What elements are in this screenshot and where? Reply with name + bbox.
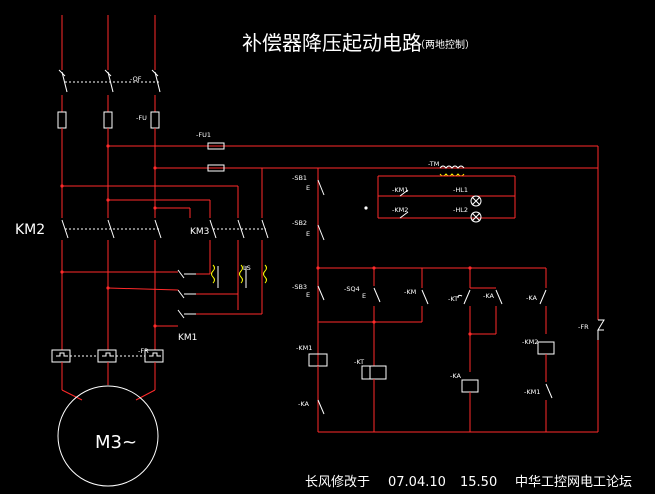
diagram-title: 补偿器降压起动电路 bbox=[242, 31, 422, 55]
button-sb3-start: E bbox=[306, 285, 325, 301]
label-km1-coil: -KM1 bbox=[296, 344, 312, 352]
contact-ka-seal bbox=[495, 289, 503, 305]
contact-km-seal bbox=[421, 289, 429, 305]
label-fu: -FU bbox=[136, 114, 147, 122]
label-ka-contact1: -KA bbox=[483, 292, 494, 300]
lamp-hl2 bbox=[470, 211, 482, 223]
power-circuit: -QF -FU -FU1 bbox=[15, 15, 599, 487]
label-km-seal: -KM bbox=[404, 288, 416, 296]
contactor-km2 bbox=[61, 219, 162, 239]
label-motor: M3~ bbox=[95, 432, 137, 453]
label-kt-coil: -KT bbox=[354, 358, 364, 366]
label-km2-lamp: -KM2 bbox=[392, 206, 408, 214]
contact-kt-delay bbox=[457, 289, 471, 305]
button-sb1-stop: E bbox=[306, 179, 325, 196]
svg-text:E: E bbox=[306, 291, 310, 299]
label-ls: LS bbox=[243, 264, 251, 272]
label-hl1: -HL1 bbox=[453, 186, 468, 194]
contact-km1-interlock bbox=[545, 383, 553, 399]
contactor-km1-power bbox=[177, 269, 196, 319]
motor-symbol bbox=[57, 385, 159, 487]
label-sq4: -SQ4 bbox=[344, 285, 360, 293]
control-circuit: -TM -KM1 -HL1 -KM2 -HL2 E bbox=[292, 160, 605, 433]
contact-fr-nc bbox=[597, 319, 605, 340]
label-km2: KM2 bbox=[15, 222, 45, 238]
footer-forum: 中华工控网电工论坛 bbox=[515, 475, 632, 490]
label-kt-contact: -KT bbox=[448, 295, 458, 303]
svg-text:E: E bbox=[306, 230, 310, 238]
breaker-qf bbox=[58, 69, 161, 93]
label-qf: -QF bbox=[130, 75, 142, 83]
svg-text:E: E bbox=[362, 292, 366, 300]
label-fr-power: -FR bbox=[138, 347, 149, 355]
label-km1-lamp: -KM1 bbox=[392, 186, 408, 194]
label-fu1: -FU1 bbox=[196, 131, 211, 139]
label-hl2: -HL2 bbox=[453, 206, 468, 214]
contact-ka-km2 bbox=[539, 289, 547, 305]
thermal-relay-fr bbox=[51, 349, 164, 363]
footer: 长风修改于 07.04.10 15.50 中华工控网电工论坛 bbox=[305, 475, 632, 490]
label-sb1: -SB1 bbox=[292, 174, 307, 182]
label-sb3: -SB3 bbox=[292, 283, 307, 291]
button-sb2-stop: E bbox=[306, 224, 325, 241]
label-km3: KM3 bbox=[190, 227, 209, 237]
footer-author: 长风修改于 bbox=[305, 475, 370, 490]
autotransformer-tm bbox=[211, 264, 267, 288]
footer-time: 15.50 bbox=[460, 475, 497, 490]
label-fr-contact: -FR bbox=[578, 323, 589, 331]
button-sq4-start: E bbox=[362, 287, 381, 303]
label-tm: -TM bbox=[428, 160, 439, 168]
label-ka-contact2: -KA bbox=[526, 294, 537, 302]
contact-km2-lamp bbox=[399, 211, 409, 219]
lamp-hl1 bbox=[470, 195, 482, 207]
contact-km1-lamp bbox=[399, 189, 409, 197]
label-km1-interlock: -KM1 bbox=[524, 388, 540, 396]
label-km1-power: KM1 bbox=[178, 333, 197, 343]
label-km2-coil: -KM2 bbox=[522, 338, 538, 346]
label-ka-coil: -KA bbox=[450, 372, 461, 380]
footer-date: 07.04.10 bbox=[388, 475, 446, 490]
svg-text:E: E bbox=[306, 184, 310, 192]
fuse-fu1 bbox=[207, 142, 225, 172]
diagram-subtitle: （两地控制） bbox=[415, 38, 475, 51]
label-ka-nc: -KA bbox=[298, 400, 309, 408]
contactor-km3 bbox=[209, 219, 269, 239]
label-sb2: -SB2 bbox=[292, 219, 307, 227]
contact-ka-nc bbox=[317, 399, 325, 415]
